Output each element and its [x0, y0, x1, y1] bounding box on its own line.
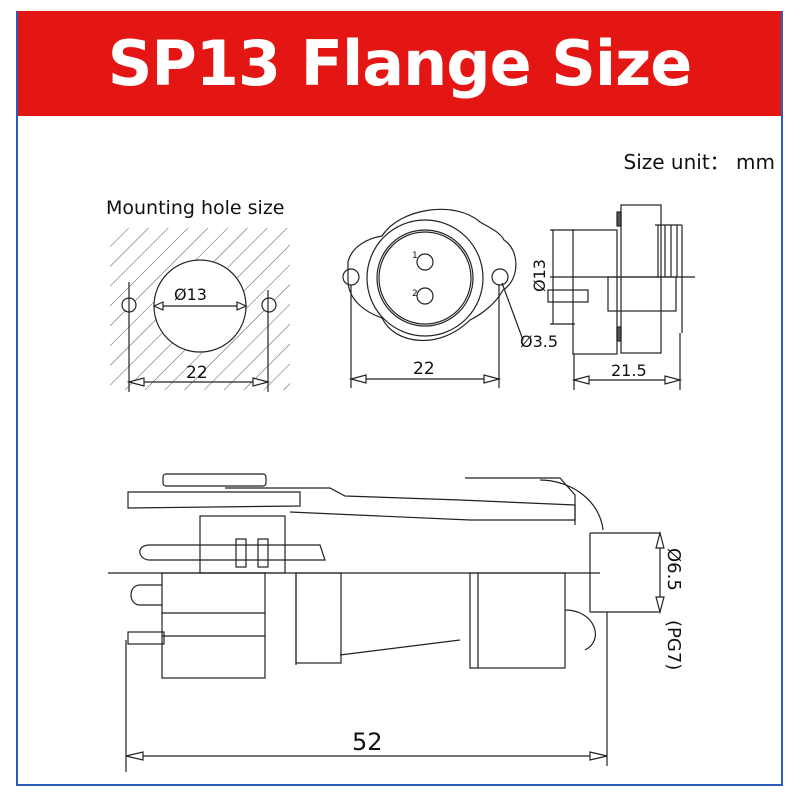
gland-size: (PG7) [663, 620, 684, 670]
mounting-hole-spacing: 22 [186, 363, 208, 383]
screw-hole-diameter: Ø3.5 [520, 332, 558, 351]
front-view-spacing: 22 [413, 359, 435, 379]
side-view-drawing [547, 204, 695, 390]
mounting-hole-diameter: Ø13 [174, 285, 207, 304]
page-title: SP13 Flange Size [107, 27, 693, 100]
cable-plug-drawing [108, 473, 665, 772]
cable-diameter: Ø6.5 [663, 548, 684, 591]
side-view-depth: 21.5 [611, 361, 647, 380]
pin-label-2: 2 [412, 289, 418, 299]
pin-label-1: 1 [412, 251, 418, 261]
size-unit-label: Size unit： mm [623, 150, 775, 174]
diagram-frame [16, 11, 783, 786]
front-view-drawing [342, 208, 524, 388]
mounting-hole-label: Mounting hole size [106, 197, 285, 219]
total-length: 52 [352, 728, 383, 756]
side-view-diameter: Ø13 [530, 259, 549, 292]
title-banner: SP13 Flange Size [16, 11, 783, 116]
mounting-hole-drawing [110, 228, 290, 392]
